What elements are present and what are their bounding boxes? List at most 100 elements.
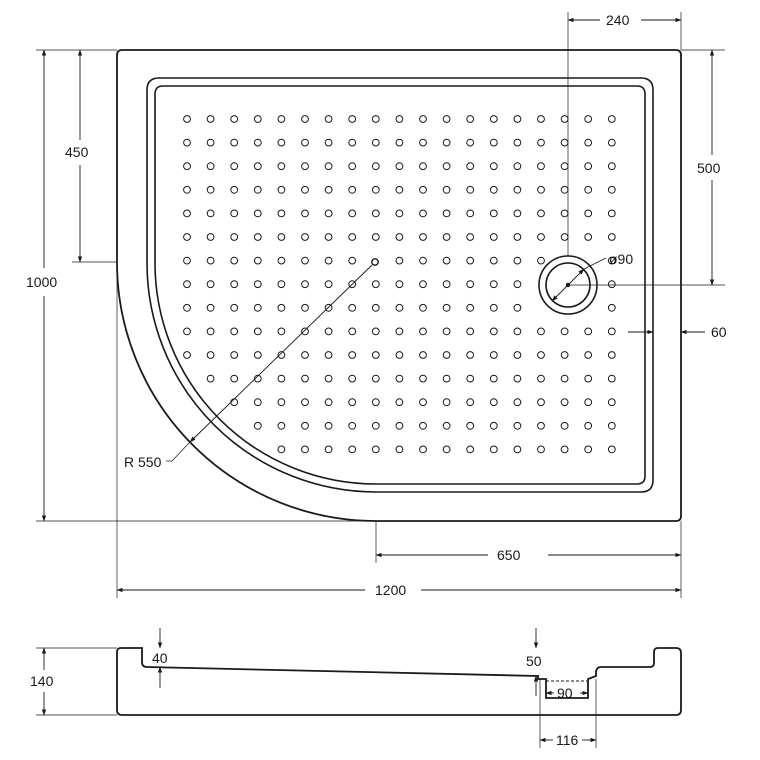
anti-slip-dot (419, 209, 427, 218)
anti-slip-dot (560, 445, 569, 454)
anti-slip-dot (183, 303, 191, 312)
tray-floor-outline (154, 85, 646, 485)
anti-slip-dot (277, 185, 286, 194)
anti-slip-dot (324, 256, 333, 265)
anti-slip-dot (537, 115, 545, 123)
anti-slip-dot (513, 256, 522, 265)
anti-slip-dot (442, 421, 451, 430)
anti-slip-dot (537, 374, 545, 383)
anti-slip-dot (206, 209, 215, 218)
anti-slip-dot (348, 185, 357, 194)
anti-slip-dot (324, 138, 333, 147)
anti-slip-dot (371, 209, 380, 218)
anti-slip-dot (253, 233, 262, 241)
anti-slip-dot (277, 421, 286, 430)
anti-slip-dot (183, 138, 191, 147)
anti-slip-dot (607, 115, 616, 123)
anti-slip-dot (395, 138, 404, 147)
anti-slip-dot (489, 256, 498, 265)
anti-slip-dot (395, 398, 404, 407)
floor-depth-right-label: 50 (526, 653, 542, 669)
anti-slip-dot (183, 256, 191, 265)
anti-slip-dot (466, 209, 475, 218)
anti-slip-dot (230, 280, 239, 289)
anti-slip-dot (537, 351, 545, 359)
anti-slip-dot (206, 327, 215, 336)
anti-slip-dot (206, 280, 215, 289)
anti-slip-dot (466, 233, 475, 241)
anti-slip-dot (277, 115, 286, 123)
anti-slip-dot (489, 209, 498, 218)
anti-slip-dot (537, 233, 545, 241)
anti-slip-dot (253, 421, 262, 430)
anti-slip-dot (607, 280, 616, 289)
section-view: 140 40 50 90 116 (30, 628, 682, 748)
anti-slip-dot (348, 445, 357, 454)
anti-slip-dot (324, 209, 333, 218)
anti-slip-dot (442, 162, 451, 171)
anti-slip-dot (395, 351, 404, 359)
anti-slip-dot (230, 303, 239, 312)
anti-slip-dot (442, 256, 451, 265)
anti-slip-dot (371, 162, 380, 171)
anti-slip-dot (324, 233, 333, 241)
anti-slip-dot (442, 445, 451, 454)
radius-label: R 550 (124, 454, 162, 470)
anti-slip-dot (584, 209, 593, 218)
anti-slip-dot (537, 327, 545, 336)
drain-diameter-leader (583, 257, 607, 270)
anti-slip-dot (419, 445, 427, 454)
anti-slip-dot (419, 162, 427, 171)
anti-slip-dot (489, 351, 498, 359)
anti-slip-dot (206, 303, 215, 312)
anti-slip-dot (489, 445, 498, 454)
anti-slip-dot (395, 209, 404, 218)
anti-slip-dot (513, 445, 522, 454)
anti-slip-dot-pattern (183, 115, 616, 454)
anti-slip-dot (253, 303, 262, 312)
anti-slip-dot (560, 138, 569, 147)
anti-slip-dot (442, 327, 451, 336)
anti-slip-dot (348, 233, 357, 241)
anti-slip-dot (277, 162, 286, 171)
tray-rim-line (146, 77, 654, 493)
anti-slip-dot (584, 445, 593, 454)
anti-slip-dot (371, 303, 380, 312)
anti-slip-dot (183, 233, 191, 241)
anti-slip-dot (301, 398, 309, 407)
anti-slip-dot (419, 351, 427, 359)
anti-slip-dot (560, 209, 569, 218)
straight-front-label: 650 (497, 547, 521, 563)
anti-slip-dot (324, 421, 333, 430)
anti-slip-dot (371, 233, 380, 241)
anti-slip-dot (301, 185, 309, 194)
radius-dimension-line (189, 264, 373, 443)
anti-slip-dot (395, 185, 404, 194)
anti-slip-dot (419, 280, 427, 289)
anti-slip-dot (206, 351, 215, 359)
anti-slip-dot (607, 303, 616, 312)
anti-slip-dot (301, 138, 309, 147)
anti-slip-dot (183, 351, 191, 359)
drain-opening-label: 90 (557, 685, 573, 701)
anti-slip-dot (607, 138, 616, 147)
anti-slip-dot (395, 303, 404, 312)
anti-slip-dot (395, 162, 404, 171)
anti-slip-dot (277, 256, 286, 265)
anti-slip-dot (395, 256, 404, 265)
anti-slip-dot (183, 162, 191, 171)
anti-slip-dot (560, 115, 569, 123)
anti-slip-dot (206, 115, 215, 123)
anti-slip-dot (537, 162, 545, 171)
anti-slip-dot (371, 351, 380, 359)
radius-center-point (371, 258, 379, 266)
anti-slip-dot (584, 327, 593, 336)
anti-slip-dot (206, 138, 215, 147)
anti-slip-dot (466, 351, 475, 359)
anti-slip-dot (253, 256, 262, 265)
anti-slip-dot (253, 327, 262, 336)
anti-slip-dot (277, 209, 286, 218)
anti-slip-dot (348, 421, 357, 430)
anti-slip-dot (607, 327, 616, 336)
